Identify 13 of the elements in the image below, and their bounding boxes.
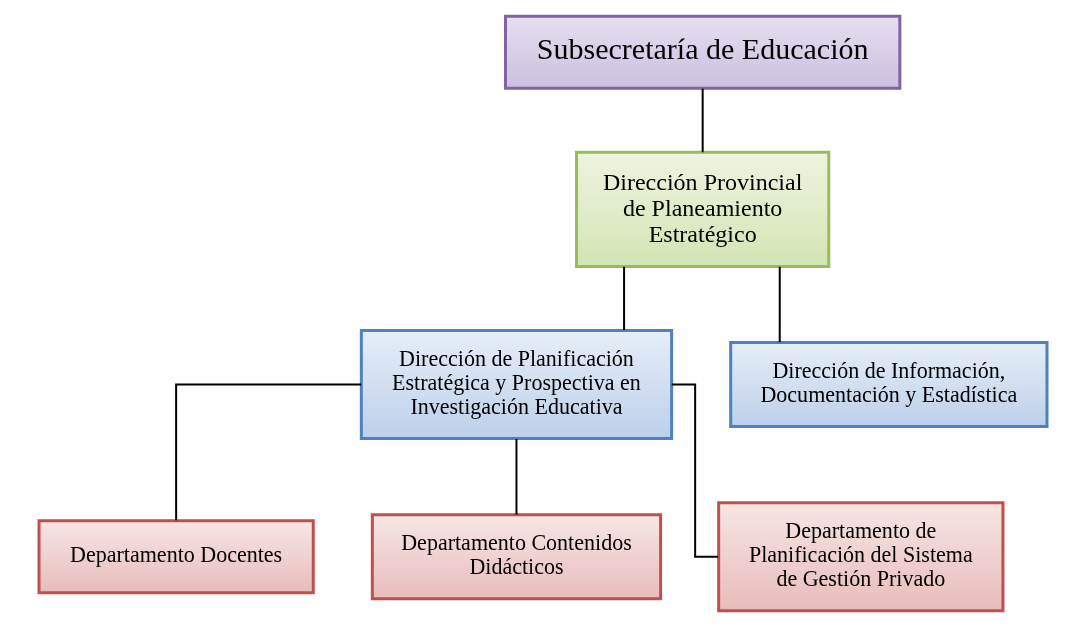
connector xyxy=(515,438,518,516)
connector xyxy=(623,265,626,332)
node-box: Departamento Contenidos Didácticos xyxy=(370,513,663,601)
connector xyxy=(701,87,704,154)
connector xyxy=(175,383,363,522)
node-box: Departamento Docentes xyxy=(37,519,315,595)
node-box: Dirección de Planificación Estratégica y Prospectiva en Investigación Educativa xyxy=(359,329,674,441)
connector xyxy=(778,265,781,344)
node-box: Subsecretaría de Educación xyxy=(503,14,902,90)
node-box: Departamento de Planificación del Sistema de Gestión Privado xyxy=(717,501,1005,613)
connector xyxy=(670,383,720,558)
node-box: Dirección Provincial de Planeamiento Estratégico xyxy=(575,150,831,268)
node-box: Dirección de Información, Documentación y Estadística xyxy=(729,341,1049,429)
